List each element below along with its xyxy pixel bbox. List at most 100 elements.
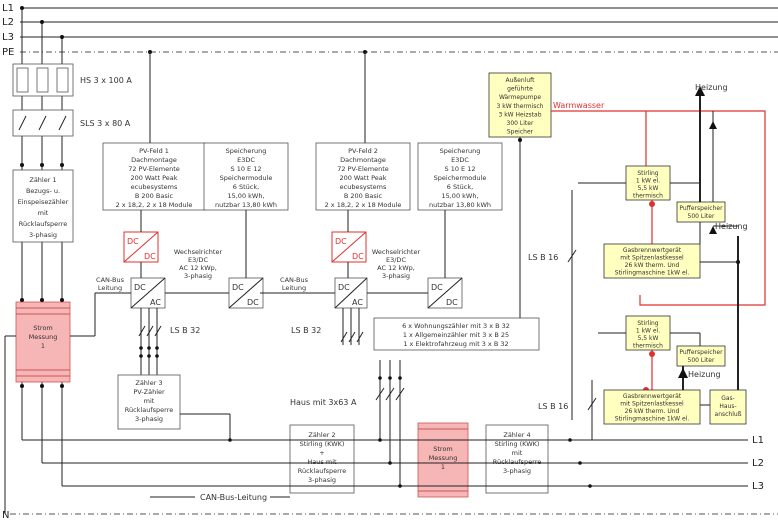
sp2-line: nutzbar 13,80 kWh [429, 201, 491, 209]
gasbrennwert-upper-box [603, 243, 701, 279]
waermepumpe-box [488, 72, 552, 138]
heizung-mid-label: Heizung [715, 222, 748, 231]
waermepumpe-line: geführte [507, 86, 533, 93]
gas_a-line: 26 kW therm. Und [625, 262, 680, 269]
storage-1-dc-bottom: DC [247, 298, 259, 307]
strom-messung-center [417, 422, 469, 498]
can2-line: CAN-Bus [280, 276, 309, 284]
gas_a-line: Gasbrennwertgerät [623, 247, 682, 254]
zaehler3-box [117, 374, 181, 430]
stirling_b-line: 1 kW el. [636, 328, 660, 335]
bus-label-l3: L3 [2, 32, 14, 43]
sp1-line: E3DC [237, 156, 255, 164]
sls-label: SLS 3 x 80 A [80, 119, 131, 128]
zaehler4-line: Rücklaufsperre [493, 458, 541, 466]
stirling_a-line: 5,5 kW [638, 185, 659, 192]
pv1-wires [70, 50, 247, 375]
zaehler3-line: Zähler 3 [135, 379, 162, 387]
pv1-line: 200 Watt Peak [130, 174, 177, 182]
gas_b-line: Gasbrennwertgerät [623, 393, 682, 400]
haus-label: Haus mit 3x63 A [290, 398, 357, 407]
zaehler1-line: Bezugs- u. [26, 187, 60, 195]
wohnung-line: 6 x Wohnungszähler mit 3 x B 32 [402, 322, 510, 330]
warmwasser-label: Warmwasser [553, 101, 605, 110]
pv1-line: 2 x 18,2, 2 x 18 Module [116, 201, 193, 209]
bus-label-l1: L1 [2, 3, 14, 14]
gas-hausanschluss-text: Gas-Haus-anschluß [715, 395, 742, 418]
wohnung-line: 1 x Elektrofahrzeug mit 3 x B 32 [403, 340, 508, 348]
sp1-line: 15,00 kWh, [227, 192, 264, 200]
pv1-line: Dachmontage [131, 156, 177, 164]
pv1-line: 72 PV-Elemente [128, 165, 180, 173]
can2-line: Leitung [282, 284, 306, 292]
gas_a-line: mit Spitzenlastkessel [620, 255, 684, 262]
puffer_b-line: Pufferspeicher [679, 349, 723, 356]
zaehler2-line: Zähler 2 [308, 431, 335, 439]
stirling_b-line: thermisch [633, 343, 663, 350]
bus-label-n: N [2, 510, 9, 521]
stirling-lower-box [625, 315, 671, 351]
storage-1-dc-top: DC [232, 283, 244, 292]
storage-converter-1 [228, 277, 264, 309]
pufferspeicher-lower-box [676, 345, 726, 367]
zaehler1-line: Einspeisezähler [18, 198, 69, 206]
strom2-line: Messung [429, 454, 458, 462]
inverter-2-dc: DC [338, 283, 350, 292]
strom2-line: Strom [433, 445, 453, 453]
zaehler3-line: Rücklaufsperre [125, 406, 173, 414]
pv2-line: PV-Feld 2 [348, 147, 378, 155]
wr2-line: Wechselrichter [372, 248, 421, 256]
wr1-line: Wechselrichter [174, 248, 223, 256]
waermepumpe-line: Außenluft [505, 77, 535, 84]
ls-b16-label-1: LS B 16 [528, 253, 558, 262]
inverter-1-ac: AC [150, 298, 161, 307]
pv-feld-1-box [102, 142, 207, 211]
pv1-line: B 200 Basic [135, 192, 174, 200]
sp2-line: Speichermodule [434, 174, 487, 182]
junction-dots-left [20, 163, 64, 388]
pv2-line: Dachmontage [340, 156, 386, 164]
pv2-line: ecubesystems [340, 183, 387, 191]
zaehler3-line: mit [144, 397, 155, 405]
inverter-1 [130, 277, 166, 309]
storage-converter-2 [427, 277, 463, 309]
sp1-line: Speicherung [226, 147, 267, 155]
heizung-top-label: Heizung [695, 83, 728, 92]
pv1-line: PV-Feld 1 [139, 147, 169, 155]
zaehler4-line: mit [512, 449, 523, 457]
wr2-line: 3-phasig [382, 272, 410, 280]
zaehler3-line: PV-Zähler [133, 388, 165, 396]
pv1-line: ecubesystems [131, 183, 178, 191]
gas_b-line: 26 kW therm. Und [625, 408, 680, 415]
zaehler3-line: 3-phasig [135, 415, 163, 423]
zaehler4-box [485, 424, 549, 494]
sp2-line: Speicherung [440, 147, 481, 155]
hot-water-loop [551, 110, 766, 393]
inverter-1-dc: DC [134, 283, 146, 292]
bus-label-r-l1: L1 [752, 435, 764, 446]
zaehler4-line: Zähler 4 [503, 431, 530, 439]
strom-messung-left [15, 301, 71, 383]
bottom-bus-lines [22, 413, 748, 488]
strom1-line: Strom [33, 324, 53, 332]
stirling_a-line: 1 kW el. [636, 178, 660, 185]
waermepumpe-line: Wärmepumpe [499, 94, 541, 101]
sp1-line: Speichermodule [220, 174, 273, 182]
pv2-wires [260, 50, 446, 345]
zaehler4-line: 3-phasig [503, 467, 531, 475]
zaehler1-box [12, 169, 74, 243]
hs-label: HS 3 x 100 A [80, 76, 132, 85]
sp1-line: nutzbar 13,80 kWh [215, 201, 277, 209]
